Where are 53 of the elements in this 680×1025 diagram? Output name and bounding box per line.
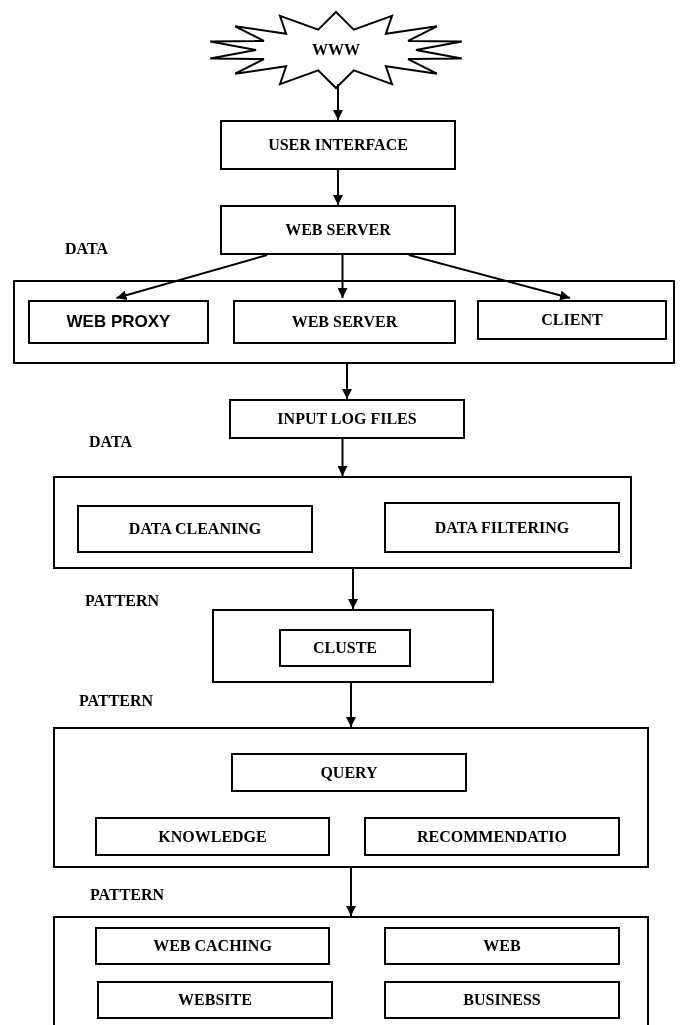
node-label: DATA FILTERING [434,518,570,537]
node-label: KNOWLEDGE [158,827,267,846]
node-label: RECOMMENDATIO [417,827,567,846]
process-box [477,300,667,340]
arrow [346,867,356,917]
node-label: USER INTERFACE [268,136,408,154]
process-box [97,981,333,1019]
arrow [115,254,269,301]
node-label: DATA CLEANING [128,520,262,538]
group-box [53,727,649,868]
node-label: WEB SERVER [291,313,398,331]
node-label: INPUT LOG FILES [277,410,417,428]
group-box [212,609,494,683]
group-box [53,476,632,569]
process-box [229,399,465,439]
node-label: WEB [483,937,521,955]
node-label: WEB CACHING [153,937,272,955]
arrow [348,568,358,610]
node-label: WEBSITE [178,991,252,1009]
section-label: DATA [65,240,108,258]
node-label: WEB SERVER [285,221,391,239]
process-box [95,927,330,965]
section-label: PATTERN [90,886,165,904]
section-label: PATTERN [85,592,160,610]
process-box [364,817,620,856]
process-box [384,502,620,553]
arrow [337,254,348,299]
group-box [53,916,649,1025]
node-label: QUERY [320,763,378,782]
node-label: WWW [312,41,360,59]
arrow [407,254,571,301]
arrow [342,363,352,400]
node-label: WEB PROXY [66,312,171,332]
arrow [337,438,348,477]
process-box [95,817,330,856]
arrow [333,169,343,206]
group-box [13,280,675,364]
process-box [233,300,456,344]
process-box [28,300,209,344]
section-label: PATTERN [79,692,154,710]
process-box [220,205,456,255]
process-box [279,629,411,667]
node-label: CLUSTE [313,639,377,657]
node-label: BUSINESS [463,991,541,1009]
arrow [346,682,356,728]
section-label: DATA [89,433,132,451]
process-box [231,753,467,792]
node-label: CLIENT [541,311,603,329]
arrow [333,83,343,121]
process-box [220,120,456,170]
process-box [384,981,620,1019]
process-box [77,505,313,553]
process-box [384,927,620,965]
